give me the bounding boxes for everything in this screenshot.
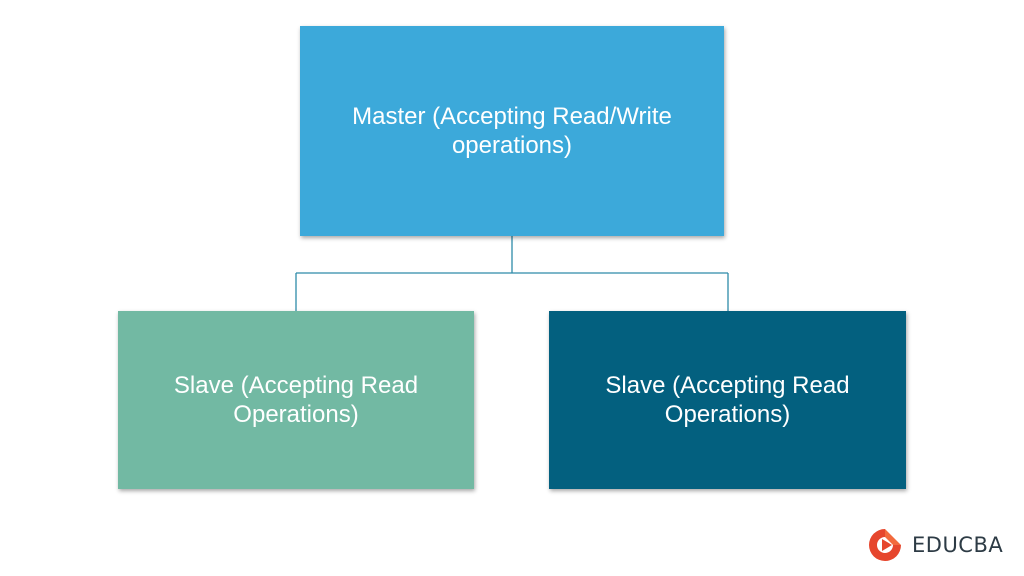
slave-node-right: Slave (Accepting Read Operations) bbox=[549, 311, 906, 489]
slave-left-label-line1: Slave (Accepting Read bbox=[173, 372, 419, 399]
slave-node-left: Slave (Accepting Read Operations) bbox=[118, 311, 474, 489]
master-label-line1: Master (Accepting Read/Write bbox=[352, 103, 672, 130]
master-label-line2: operations) bbox=[451, 132, 573, 159]
master-node: Master (Accepting Read/Write operations) bbox=[300, 26, 724, 236]
slave-left-label-line2: Operations) bbox=[233, 401, 359, 428]
educba-logo-text: EDUCBA bbox=[912, 533, 1004, 557]
slave-right-label-line2: Operations) bbox=[664, 401, 791, 428]
educba-logo: EDUCBA bbox=[866, 526, 1003, 564]
slave-right-label-line1: Slave (Accepting Read bbox=[605, 372, 850, 399]
educba-logo-icon bbox=[869, 529, 901, 561]
